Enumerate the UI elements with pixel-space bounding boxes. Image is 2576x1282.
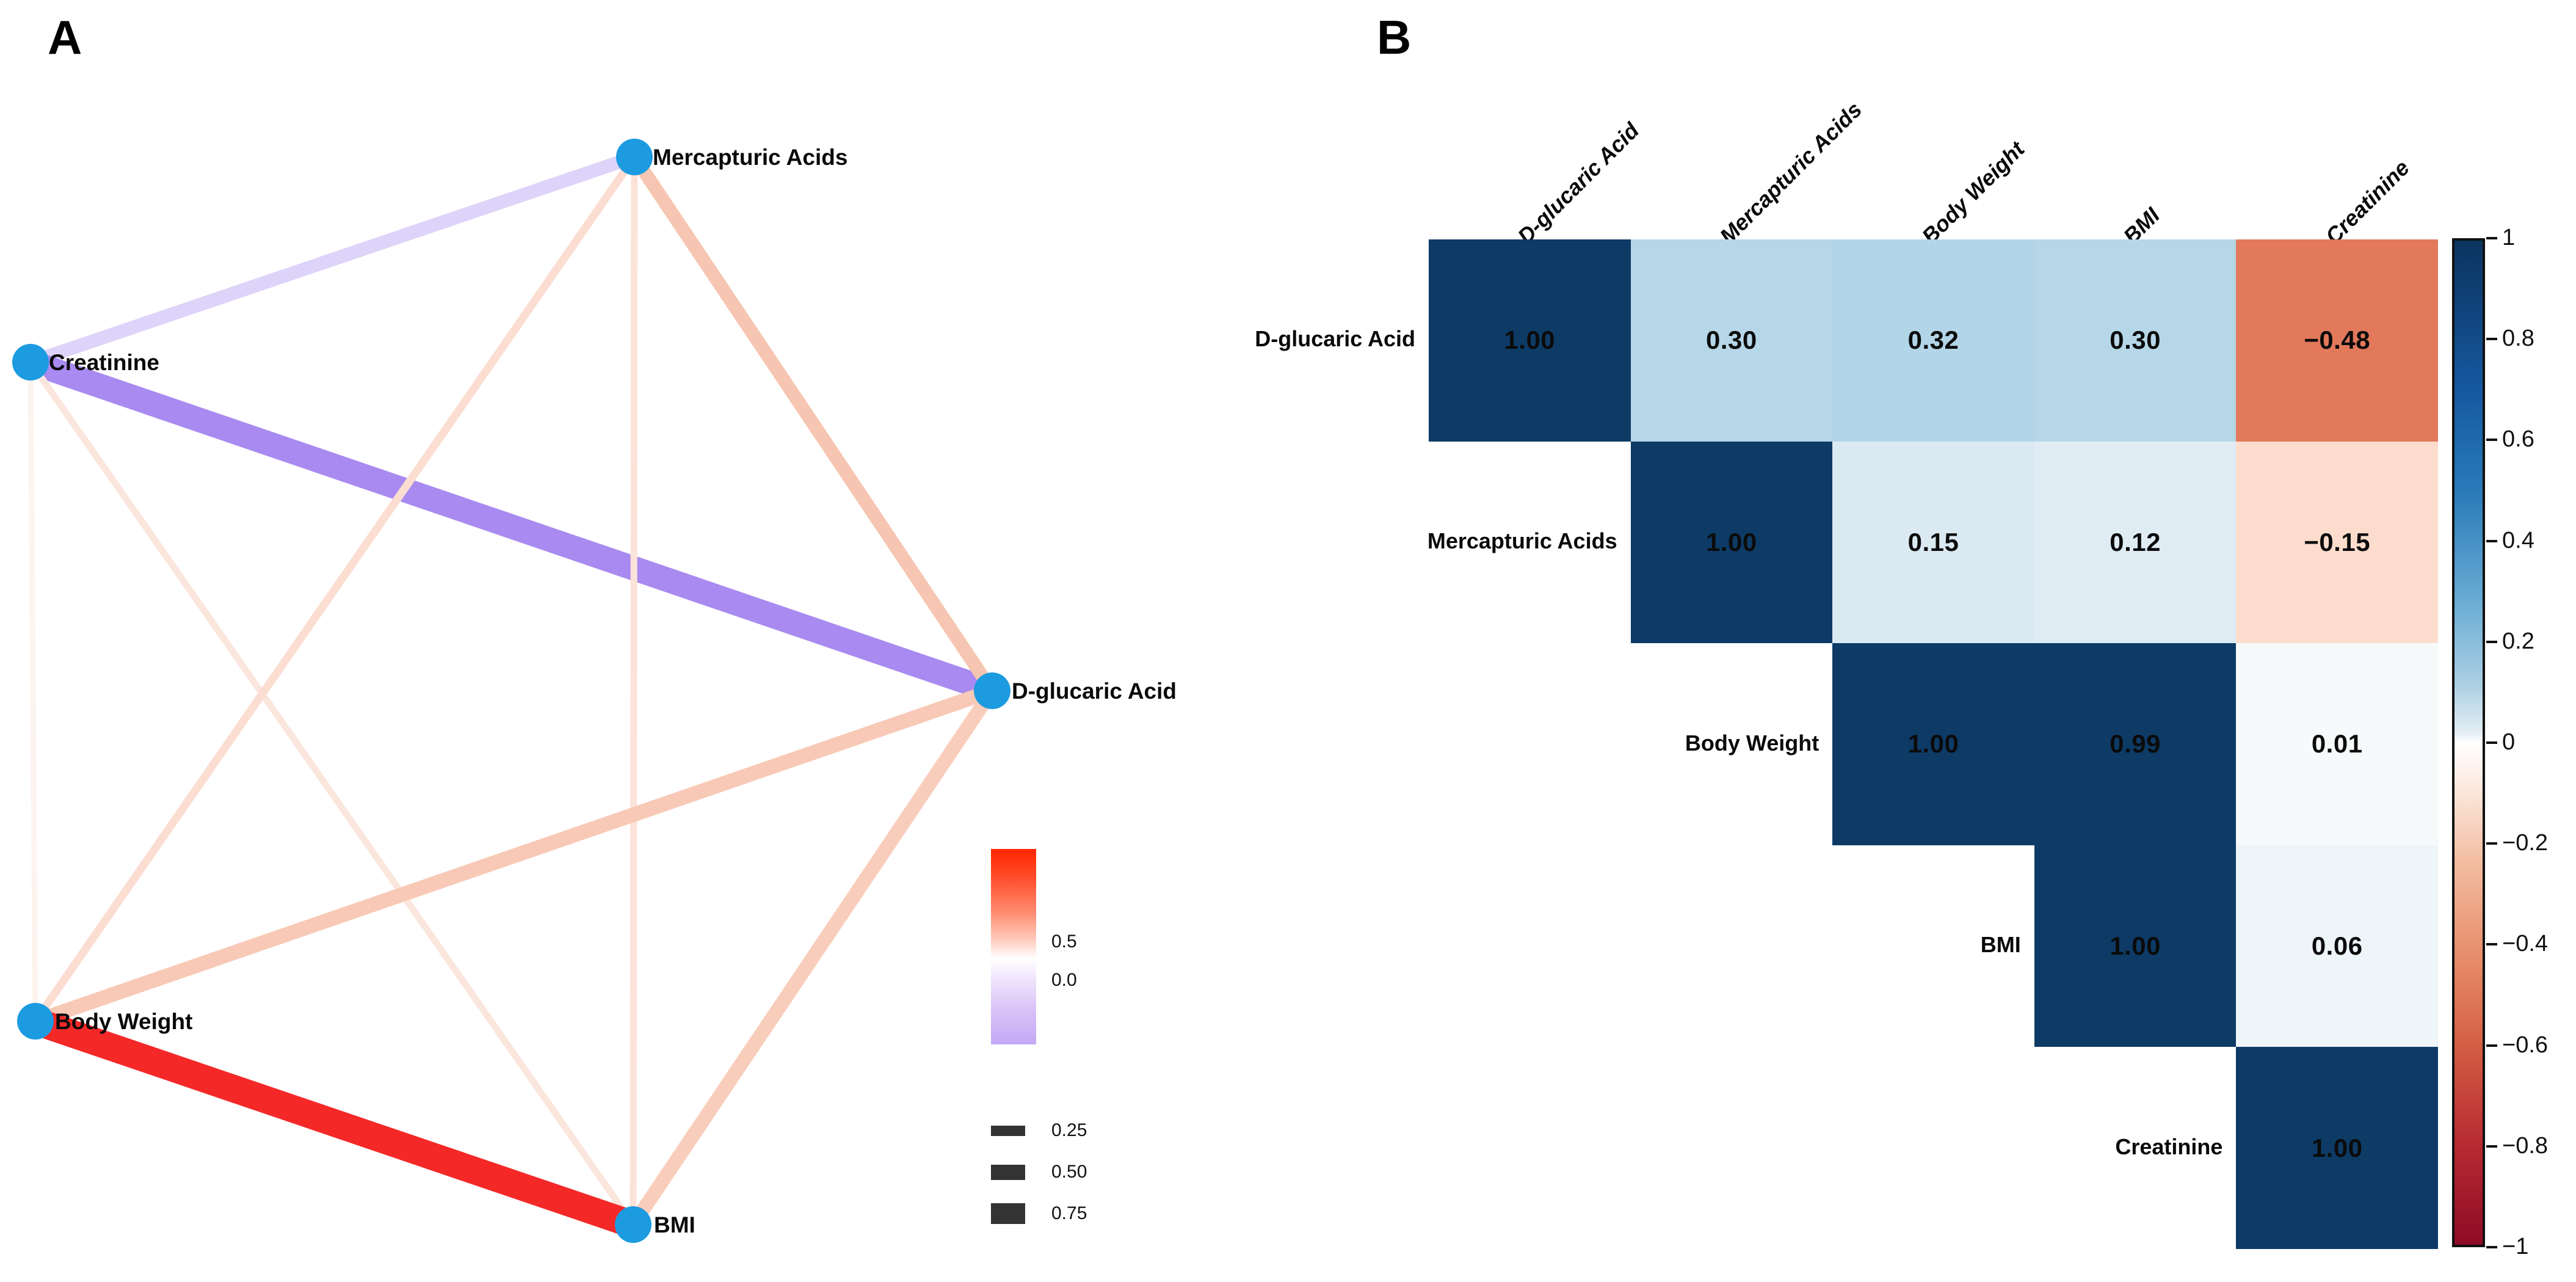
network-node[interactable] <box>616 139 653 175</box>
heatmap-row-label: D-glucaric Acid <box>1255 326 1415 352</box>
edge-color-legend-tick-0: 0.5 <box>1051 931 1077 952</box>
edge-width-legend-label: 0.75 <box>1051 1203 1087 1223</box>
colorbar-tick-label: 1 <box>2502 225 2516 250</box>
heatmap-cell[interactable]: 0.01 <box>2236 643 2438 845</box>
colorbar-tick-label: 0.2 <box>2502 628 2534 654</box>
edge-color-legend-gradient <box>991 849 1036 1044</box>
colorbar-tick-mark <box>2486 439 2497 442</box>
heatmap-col-label: Creatinine <box>2320 155 2414 249</box>
heatmap-row-label: BMI <box>1980 932 2021 958</box>
colorbar-tick-mark <box>2486 842 2497 845</box>
heatmap-col-label: D-glucaric Acid <box>1512 117 1644 249</box>
network-edge <box>27 359 637 1228</box>
heatmap-cell-value: 0.30 <box>1706 326 1757 355</box>
heatmap-cell-value: 1.00 <box>2311 1133 2363 1162</box>
colorbar-tick-mark <box>2486 1044 2497 1047</box>
network-node[interactable] <box>17 1003 54 1040</box>
heatmap-col-label: Body Weight <box>1916 136 2030 249</box>
network-node-label: BMI <box>654 1212 695 1237</box>
network-node-label: Body Weight <box>55 1009 193 1034</box>
network-node-label: Mercapturic Acids <box>653 145 848 170</box>
correlation-network-graph <box>12 139 1010 1243</box>
edge-width-legend-swatch <box>991 1203 1025 1224</box>
colorbar-tick-label: 0.6 <box>2502 426 2534 453</box>
colorbar-tick-mark <box>2486 640 2497 643</box>
heatmap-cell[interactable]: −0.48 <box>2236 239 2438 442</box>
network-node[interactable] <box>615 1206 651 1243</box>
heatmap-cell[interactable]: 1.00 <box>1832 643 2034 845</box>
network-edge <box>31 153 639 1025</box>
network-edge <box>27 359 38 1024</box>
colorbar-tick-label: 0 <box>2502 729 2516 755</box>
heatmap-cell[interactable]: 0.30 <box>2034 239 2237 442</box>
network-node[interactable] <box>974 672 1010 709</box>
heatmap-cell[interactable]: 1.00 <box>2236 1047 2438 1249</box>
heatmap-cell-value: 0.15 <box>1907 527 1959 556</box>
heatmap-cell-value: 0.06 <box>2311 931 2363 961</box>
edge-width-legend-swatch <box>991 1125 1025 1136</box>
colorbar-tick-mark <box>2486 1145 2497 1148</box>
colorbar-tick-mark <box>2486 338 2497 341</box>
heatmap-cell-value: 0.30 <box>2110 326 2161 355</box>
heatmap-cell-value: 0.01 <box>2311 729 2363 759</box>
heatmap-cell-value: 1.00 <box>1907 729 1959 759</box>
heatmap-col-label: Mercapturic Acids <box>1714 97 1867 249</box>
heatmap-cell-value: 0.99 <box>2110 729 2161 759</box>
panel-b-label: B <box>1377 10 1412 64</box>
heatmap-cell-value: −0.48 <box>2304 326 2371 355</box>
heatmap-cell[interactable]: 1.00 <box>1429 239 1631 442</box>
network-edges <box>18 150 1004 1239</box>
edge-width-legend-label: 0.50 <box>1051 1162 1087 1182</box>
heatmap-cell[interactable]: 1.00 <box>1630 441 1833 644</box>
heatmap-cell[interactable]: 0.99 <box>2034 643 2237 845</box>
network-edge <box>629 153 638 1228</box>
heatmap-row-label: Body Weight <box>1685 730 1820 756</box>
colorbar-tick-mark <box>2486 943 2497 946</box>
edge-color-legend-tick-1: 0.0 <box>1051 970 1077 990</box>
network-edge <box>21 1007 647 1239</box>
panel-a-label: A <box>48 10 82 64</box>
heatmap-cell-value: 1.00 <box>1706 527 1757 556</box>
network-nodes <box>12 139 1010 1243</box>
heatmap-row-label: Mercapturic Acids <box>1427 528 1617 553</box>
colorbar-tick-label: 0.8 <box>2502 326 2534 352</box>
colorbar-tick-label: −1 <box>2502 1234 2529 1259</box>
heatmap-cell[interactable]: 0.12 <box>2034 441 2237 644</box>
heatmap-cell-value: 1.00 <box>2110 931 2161 961</box>
heatmap-cell-value: 1.00 <box>1504 326 1556 355</box>
colorbar-tick-mark <box>2486 741 2497 744</box>
network-edge <box>28 683 1000 1029</box>
colorbar-tick-mark <box>2486 1246 2497 1248</box>
edge-width-legend-swatch <box>991 1164 1025 1180</box>
network-edge <box>18 350 1004 703</box>
colorbar-tick-label: −0.8 <box>2502 1132 2549 1159</box>
heatmap-cell[interactable]: 1.00 <box>2034 845 2237 1047</box>
heatmap-cell-value: 0.32 <box>1907 326 1959 355</box>
heatmap-cell[interactable]: 0.15 <box>1832 441 2034 644</box>
heatmap-cell[interactable]: 0.06 <box>2236 845 2438 1047</box>
heatmap-cell-value: −0.15 <box>2304 527 2371 556</box>
heatmap-cell[interactable]: 0.32 <box>1832 239 2034 442</box>
heatmap-colorbar <box>2452 238 2485 1247</box>
colorbar-tick-label: −0.4 <box>2502 931 2549 957</box>
colorbar-tick-mark <box>2486 237 2497 239</box>
heatmap-cell[interactable]: −0.15 <box>2236 441 2438 644</box>
heatmap-cell[interactable]: 0.30 <box>1630 239 1833 442</box>
network-edge <box>628 150 999 697</box>
network-node[interactable] <box>12 344 49 381</box>
network-node-label: D-glucaric Acid <box>1012 679 1177 704</box>
network-edge <box>626 683 1000 1232</box>
network-node-label: Creatinine <box>49 350 159 375</box>
edge-width-legend-label: 0.25 <box>1051 1120 1087 1140</box>
network-edge <box>24 150 641 369</box>
colorbar-tick-label: 0.4 <box>2502 527 2534 553</box>
correlation-heatmap-grid: 1.00 0.30 0.32 0.30 −0.48 1.00 0.15 0.12 −0.15 1.… <box>1429 239 2438 1249</box>
heatmap-cell-value: 0.12 <box>2110 527 2161 556</box>
colorbar-tick-label: −0.6 <box>2502 1032 2549 1058</box>
heatmap-row-label: Creatinine <box>2115 1134 2223 1159</box>
colorbar-tick-label: −0.2 <box>2502 830 2549 856</box>
colorbar-tick-mark <box>2486 539 2497 542</box>
